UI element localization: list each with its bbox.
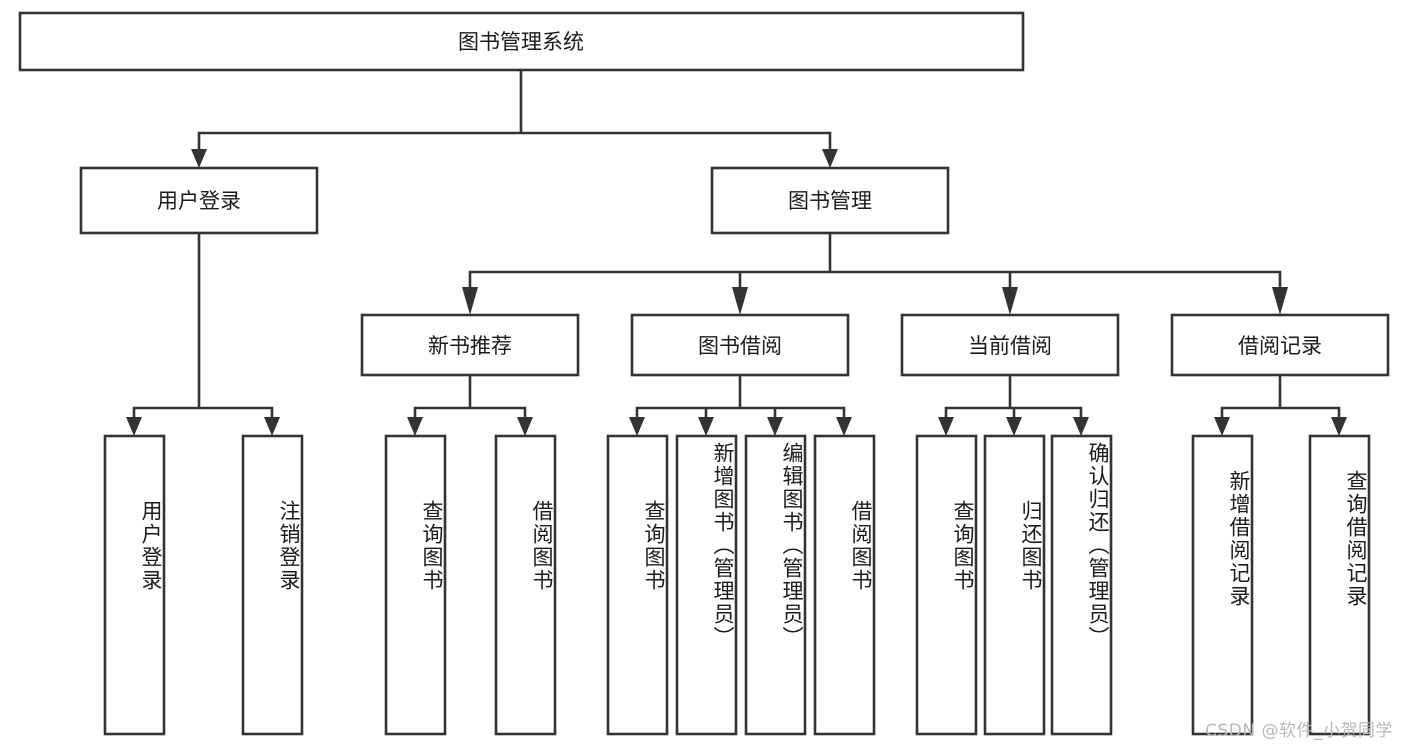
arrow-to-leaf-query-record (1331, 417, 1347, 436)
arrow-to-leaf-confirm-return (1073, 417, 1089, 436)
node-leaf-query-book-3-box[interactable] (915, 434, 978, 736)
node-book-management[interactable]: 图书管理 (710, 166, 950, 235)
arrow-to-leaf-return-book (1006, 417, 1022, 436)
node-leaf-borrow-book-2-box[interactable] (813, 434, 876, 736)
arrow-to-leaf-borrow-book-2 (836, 417, 852, 436)
node-root-label: 图书管理系统 (458, 30, 584, 54)
arrow-to-leaf-query-book-1 (407, 417, 423, 436)
connector-book-management-bus (468, 231, 1282, 290)
node-borrow-record-label: 借阅记录 (1238, 334, 1322, 358)
node-user-login-box[interactable] (79, 166, 319, 235)
connector-current-borrow-bus (944, 373, 1083, 420)
node-new-book-recommend-box[interactable] (360, 313, 580, 377)
node-leaf-user-login-box[interactable] (103, 434, 166, 736)
node-book-borrow[interactable]: 图书借阅 (630, 313, 850, 377)
arrow-to-book-borrow (732, 287, 748, 315)
arrow-to-leaf-query-book-2 (629, 417, 645, 436)
arrow-to-leaf-add-record (1214, 417, 1230, 436)
node-user-login[interactable]: 用户登录 (79, 166, 319, 235)
node-book-management-label: 图书管理 (788, 189, 872, 213)
arrow-to-new-book-recommend (462, 287, 478, 315)
node-current-borrow-label: 当前借阅 (968, 334, 1052, 358)
connector-user-login-bus (132, 231, 274, 420)
node-leaf-return-book-box[interactable] (983, 434, 1046, 736)
node-leaf-edit-book-box[interactable] (744, 434, 807, 736)
node-leaf-query-record-box[interactable] (1308, 434, 1371, 736)
node-current-borrow-box[interactable] (900, 313, 1120, 377)
node-leaf-add-book-box[interactable] (675, 434, 738, 736)
connector-borrow-record-bus (1220, 373, 1341, 420)
node-leaf-query-book-1-box[interactable] (384, 434, 447, 736)
csdn-watermark: CSDN @软件_小贺同学 (1205, 721, 1393, 741)
arrow-to-leaf-add-book (698, 417, 714, 436)
node-root[interactable]: 图书管理系统 (18, 11, 1025, 72)
node-leaf-confirm-return-box[interactable] (1050, 434, 1113, 736)
node-current-borrow[interactable]: 当前借阅 (900, 313, 1120, 377)
node-new-book-recommend-label: 新书推荐 (428, 334, 512, 358)
arrow-to-user-login (191, 149, 207, 168)
node-layer: 图书管理系统 用户登录 图书管理 新书推荐 图书借阅 (18, 11, 1390, 736)
node-borrow-record[interactable]: 借阅记录 (1170, 313, 1390, 377)
node-borrow-record-box[interactable] (1170, 313, 1390, 377)
node-leaf-borrow-book-1-box[interactable] (494, 434, 557, 736)
arrow-to-leaf-user-login (126, 417, 142, 436)
arrow-to-leaf-query-book-3 (938, 417, 954, 436)
arrow-to-current-borrow (1002, 287, 1018, 315)
node-leaf-query-book-2-box[interactable] (606, 434, 669, 736)
node-leaf-logout-box[interactable] (241, 434, 304, 736)
arrow-to-borrow-record (1272, 287, 1288, 315)
connector-layer (126, 68, 1347, 436)
node-user-login-label: 用户登录 (157, 189, 241, 213)
arrow-to-book-management (822, 149, 838, 168)
arrow-to-leaf-edit-book (767, 417, 783, 436)
arrow-to-leaf-logout (264, 417, 280, 436)
node-book-management-box[interactable] (710, 166, 950, 235)
connector-root-bus (197, 68, 832, 152)
arrow-to-leaf-borrow-book-1 (517, 417, 533, 436)
node-new-book-recommend[interactable]: 新书推荐 (360, 313, 580, 377)
node-book-borrow-box[interactable] (630, 313, 850, 377)
node-leaf-add-record-box[interactable] (1191, 434, 1254, 736)
node-root-box[interactable] (18, 11, 1025, 72)
node-book-borrow-label: 图书借阅 (698, 334, 782, 358)
connector-book-borrow-bus (635, 373, 846, 420)
connector-new-book-recommend-bus (413, 373, 527, 420)
